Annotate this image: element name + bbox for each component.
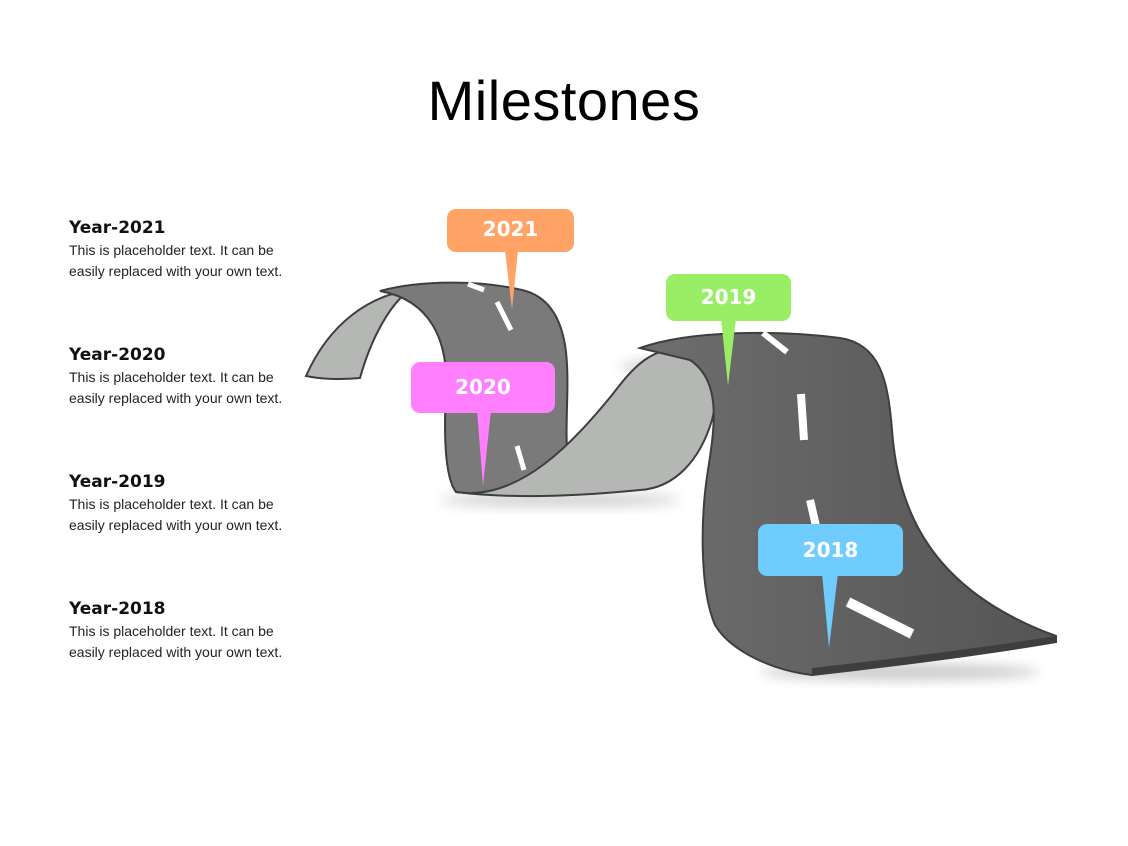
lane-stripe <box>514 445 527 471</box>
lane-stripe <box>467 281 485 293</box>
milestone-entry-2018: Year-2018 This is placeholder text. It c… <box>69 598 289 725</box>
pin-pointer <box>505 250 518 310</box>
entry-heading: Year-2020 <box>69 345 166 365</box>
pin-label: 2021 <box>483 217 539 241</box>
entry-text: This is placeholder text. It can be easi… <box>69 242 283 279</box>
milestone-entry-2020: Year-2020 This is placeholder text. It c… <box>69 344 289 471</box>
pin-box <box>411 362 555 413</box>
pin-box <box>447 209 574 252</box>
lane-stripe <box>845 597 915 639</box>
pin-2020: 2020 <box>411 362 555 486</box>
lane-stripe <box>494 300 514 332</box>
entry-heading: Year-2018 <box>69 599 166 619</box>
entry-text: This is placeholder text. It can be easi… <box>69 369 283 406</box>
road-edge <box>812 636 1056 675</box>
pin-pointer <box>721 318 736 386</box>
milestone-entry-2021: Year-2021 This is placeholder text. It c… <box>69 217 289 344</box>
entry-text: This is placeholder text. It can be easi… <box>69 623 283 660</box>
pin-pointer <box>477 410 491 486</box>
pin-label: 2020 <box>455 375 511 399</box>
pin-box <box>758 524 903 576</box>
pin-box <box>666 274 791 321</box>
slide-title: Milestones <box>427 69 701 132</box>
road-underside-left <box>304 289 411 381</box>
lane-stripe <box>761 330 789 355</box>
pin-2019: 2019 <box>666 274 791 386</box>
milestone-list: Year-2021 This is placeholder text. It c… <box>69 217 289 725</box>
pin-pointer <box>822 573 838 648</box>
pin-2021: 2021 <box>447 209 574 310</box>
entry-text: This is placeholder text. It can be easi… <box>69 496 283 533</box>
pin-2018: 2018 <box>758 524 903 648</box>
lane-stripe <box>806 499 820 527</box>
lane-stripe <box>797 393 808 441</box>
entry-heading: Year-2021 <box>69 218 166 238</box>
entry-heading: Year-2019 <box>69 472 166 492</box>
pin-label: 2019 <box>701 285 757 309</box>
pin-label: 2018 <box>803 538 859 562</box>
milestone-entry-2019: Year-2019 This is placeholder text. It c… <box>69 471 289 598</box>
